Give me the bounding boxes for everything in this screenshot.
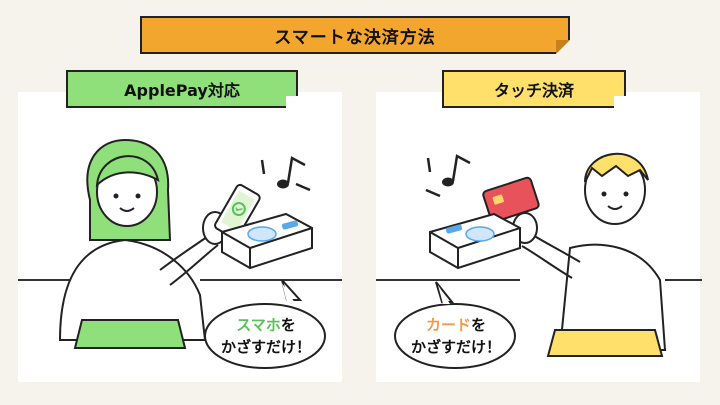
page-title-text: スマートな決済方法: [274, 27, 436, 48]
right-bubble-text: カードを かざすだけ！: [397, 314, 515, 358]
payment-reader: [429, 212, 521, 270]
left-bubble-line2: かざすだけ！: [220, 338, 311, 356]
sparkle-lines: [425, 157, 441, 198]
touch-payment-label-text: タッチ決済: [493, 81, 574, 100]
credit-card-icon: [482, 176, 540, 223]
applepay-label-text: ApplePay対応: [124, 81, 240, 100]
right-bubble-line2: かざすだけ！: [410, 338, 501, 356]
page-title: スマートな決済方法: [140, 16, 570, 54]
touch-payment-label: タッチ決済: [442, 70, 626, 108]
payment-reader: [221, 212, 313, 270]
applepay-label: ApplePay対応: [66, 70, 298, 108]
woman-figure: [58, 138, 228, 349]
right-bubble-rest: を: [471, 316, 487, 334]
right-bubble-highlight: カード: [425, 316, 471, 334]
title-fold-corner: [556, 40, 570, 54]
speech-bubble-left: [204, 279, 326, 369]
sparkle-lines: [260, 159, 311, 192]
speech-bubble-right: [394, 281, 516, 369]
man-figure: [512, 153, 667, 357]
music-note-icon: [442, 154, 471, 187]
tag-fold-corner: [614, 96, 626, 108]
left-bubble-text: スマホを かざすだけ！: [207, 314, 325, 358]
left-bubble-highlight: スマホ: [236, 316, 281, 334]
left-bubble-rest: を: [280, 316, 296, 334]
tag-fold-corner: [286, 96, 298, 108]
music-note-icon: [277, 156, 306, 189]
